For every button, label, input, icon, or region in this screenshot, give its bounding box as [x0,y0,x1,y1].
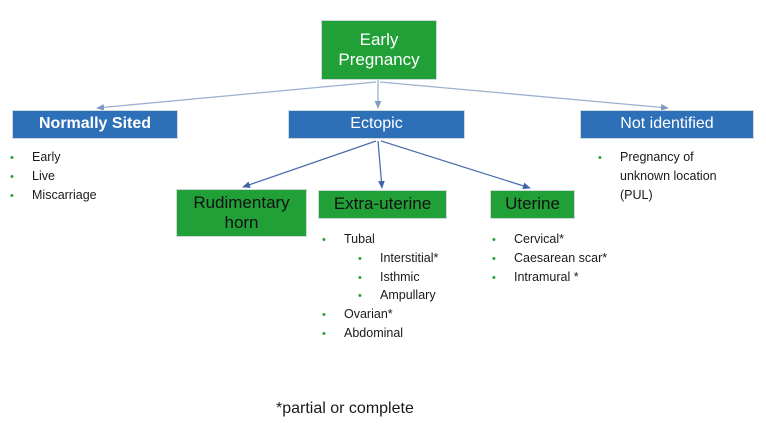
node-ectopic-label: Ectopic [350,115,403,133]
list-uterine: • Cervical* • Caesarean scar* • Intramur… [492,230,662,286]
node-not-identified[interactable]: Not identified [580,110,754,139]
node-uterine[interactable]: Uterine [490,190,575,219]
bullet-icon: • [322,327,326,340]
list-item-label: Miscarriage [32,187,97,202]
node-extra-uterine-label: Extra-uterine [333,194,432,214]
bullet-icon: • [492,252,496,265]
list-item-label: Interstitial* [380,250,439,265]
bullet-icon: • [10,170,14,183]
list-item: • Interstitial* [322,249,512,268]
bullet-icon: • [492,234,496,246]
list-item-label: Early [32,150,61,164]
node-extra-uterine[interactable]: Extra-uterine [318,190,447,219]
list-item: • Intramural * [492,268,662,287]
node-rudimentary-horn[interactable]: Rudimentary horn [176,189,307,237]
bullet-icon: • [492,271,496,284]
node-uterine-label: Uterine [505,194,560,214]
connector-ectopic-to-extra-uterine [377,140,385,189]
node-normally-sited-label: Normally Sited [38,115,152,133]
list-item-label: Caesarean scar* [514,250,608,265]
footnote-label: *partial or complete [276,400,414,417]
node-early-pregnancy[interactable]: Early Pregnancy [321,20,437,80]
node-ectopic[interactable]: Ectopic [288,110,465,139]
list-item-label: Pregnancy of unknown location (PUL) [620,150,717,202]
list-item-label: Ovarian* [344,307,393,321]
list-item: • Miscarriage [10,186,190,205]
node-rudimentary-horn-label: Rudimentary horn [193,192,290,232]
list-not-identified: • Pregnancy of unknown location (PUL) [598,148,758,204]
list-item: • Early [10,148,190,167]
connector-early-to-not-identified [379,81,669,111]
footnote-partial-or-complete: *partial or complete [276,400,414,418]
list-item: • Ovarian* [322,305,512,324]
list-item: • Ampullary [322,286,512,305]
bullet-icon: • [358,290,362,303]
list-item: • Caesarean scar* [492,249,662,268]
connector-ectopic-to-uterine [380,140,531,190]
list-item-label: Abdominal [344,325,404,340]
bullet-icon: • [10,152,14,164]
list-item-label: Tubal [344,232,375,246]
connector-early-to-normally-sited [96,81,377,111]
bullet-icon: • [358,252,362,265]
list-item: • Cervical* [492,230,662,249]
list-item-label: Cervical* [514,232,565,246]
list-item: • Isthmic [322,268,512,287]
connector-ectopic-to-rudimentary-horn [242,140,377,188]
bullet-icon: • [598,152,602,164]
list-item-label: Intramural * [514,269,579,284]
list-item: • Abdominal [322,324,512,343]
list-normally-sited: • Early • Live • Miscarriage [10,148,190,204]
list-item: • Tubal [322,230,512,249]
bullet-icon: • [358,271,362,284]
list-extra-uterine: • Tubal • Interstitial* • Isthmic • Ampu… [322,230,512,343]
node-early-pregnancy-label: Early Pregnancy [338,29,420,69]
node-normally-sited[interactable]: Normally Sited [12,110,178,139]
list-item-label: Isthmic [380,269,420,284]
bullet-icon: • [10,189,14,202]
bullet-icon: • [322,234,326,246]
node-not-identified-label: Not identified [620,115,714,133]
list-item: • Live [10,167,190,186]
list-item: • Pregnancy of unknown location (PUL) [598,148,758,204]
list-item-label: Live [32,168,55,183]
list-item-label: Ampullary [380,288,436,303]
bullet-icon: • [322,309,326,321]
